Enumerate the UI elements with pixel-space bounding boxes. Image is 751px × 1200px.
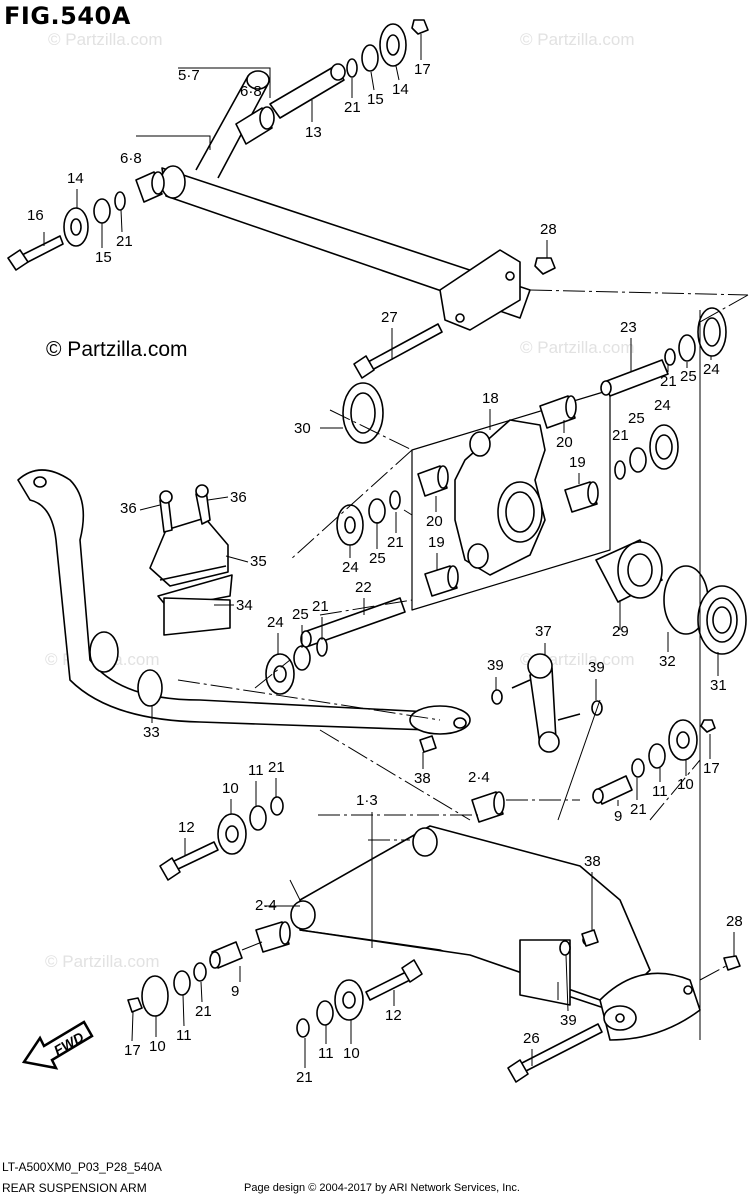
callout-31: 31	[710, 677, 727, 694]
callout-38: 38	[584, 853, 601, 870]
callout-18: 18	[482, 390, 499, 407]
callout-21: 21	[296, 1069, 313, 1086]
callout-13: 13	[305, 124, 322, 141]
callout-24: 24	[703, 361, 720, 378]
knuckle-18	[454, 419, 546, 576]
callout-10: 10	[149, 1038, 166, 1055]
callout-29: 29	[612, 623, 629, 640]
callout-14: 14	[67, 170, 84, 187]
callout-17: 17	[703, 760, 720, 777]
callout-11: 11	[652, 783, 668, 800]
callout-39: 39	[560, 1012, 577, 1029]
callout-25: 25	[292, 606, 309, 623]
callout-21: 21	[612, 427, 629, 444]
callout-12: 12	[385, 1007, 402, 1024]
callout-11: 11	[248, 762, 264, 779]
callout-21: 21	[268, 759, 285, 776]
partzilla-watermark: © Partzilla.com	[46, 338, 188, 361]
callout-17: 17	[414, 61, 431, 78]
watermark: © Partzilla.com	[48, 30, 163, 49]
callout-33: 33	[143, 724, 160, 741]
callout-20: 20	[556, 434, 573, 451]
callout-21: 21	[116, 233, 133, 250]
callout-20: 20	[426, 513, 443, 530]
callout-10: 10	[677, 776, 694, 793]
callout-38: 38	[414, 770, 431, 787]
callout-36: 36	[120, 500, 137, 517]
callout-19: 19	[569, 454, 586, 471]
watermark: © Partzilla.com	[45, 952, 160, 971]
figure-title: FIG.540A	[4, 2, 131, 30]
callout-21: 21	[312, 598, 329, 615]
callout-39: 39	[588, 659, 605, 676]
callout-28: 28	[540, 221, 557, 238]
callout-10: 10	[222, 780, 239, 797]
callout-39: 39	[487, 657, 504, 674]
callout-15: 15	[367, 91, 384, 108]
callout-14: 14	[392, 81, 409, 98]
callout-21: 21	[344, 99, 361, 116]
callout-28: 28	[726, 913, 743, 930]
callout-25: 25	[628, 410, 645, 427]
callout-12: 12	[178, 819, 195, 836]
callout-25: 25	[680, 368, 697, 385]
callout-11: 11	[176, 1027, 192, 1044]
callout-24: 24	[342, 559, 359, 576]
callout-32: 32	[659, 653, 676, 670]
callout-21: 21	[387, 534, 404, 551]
callout-21: 21	[660, 373, 677, 390]
callout-11: 11	[318, 1045, 334, 1062]
callout-23: 23	[620, 319, 637, 336]
callout-16: 16	[27, 207, 44, 224]
callout-25: 25	[369, 550, 386, 567]
callout-6-8: 6·8	[120, 150, 142, 167]
callout-26: 26	[523, 1030, 540, 1047]
callout-22: 22	[355, 579, 372, 596]
callout-24: 24	[654, 397, 671, 414]
callout-2-4: 2·4	[468, 769, 490, 786]
callout-34: 34	[236, 597, 253, 614]
callout-37: 37	[535, 623, 552, 640]
callout-15: 15	[95, 249, 112, 266]
callout-9: 9	[231, 983, 239, 1000]
callout-21: 21	[630, 801, 647, 818]
watermark: © Partzilla.com	[520, 338, 635, 357]
upper-cross-tube	[160, 70, 531, 331]
callout-10: 10	[343, 1045, 360, 1062]
callout-2-4: 2·4	[255, 897, 277, 914]
diagram-code: LT-A500XM0_P03_P28_540A	[2, 1160, 162, 1174]
callout-9: 9	[614, 808, 622, 825]
callout-27: 27	[381, 309, 398, 326]
callout-35: 35	[250, 553, 267, 570]
fwd-arrow-icon: FWD	[22, 1020, 94, 1070]
part-title: REAR SUSPENSION ARM	[2, 1181, 147, 1195]
callout-30: 30	[294, 420, 311, 437]
callout-6-8: 6·8	[240, 83, 262, 100]
callout-19: 19	[428, 534, 445, 551]
watermark: © Partzilla.com	[520, 30, 635, 49]
callout-5-7: 5·7	[178, 67, 200, 84]
page-credit: Page design © 2004-2017 by ARI Network S…	[244, 1182, 520, 1194]
callout-36: 36	[230, 489, 247, 506]
callout-21: 21	[195, 1003, 212, 1020]
callout-24: 24	[267, 614, 284, 631]
callout-17: 17	[124, 1042, 141, 1059]
stabilizer-bar-33	[17, 469, 471, 735]
callout-labels: 17 14 15 21 13 5·7 6·8 6·8 14 16 15 21 2…	[27, 61, 743, 1086]
callout-1-3: 1·3	[356, 792, 378, 809]
